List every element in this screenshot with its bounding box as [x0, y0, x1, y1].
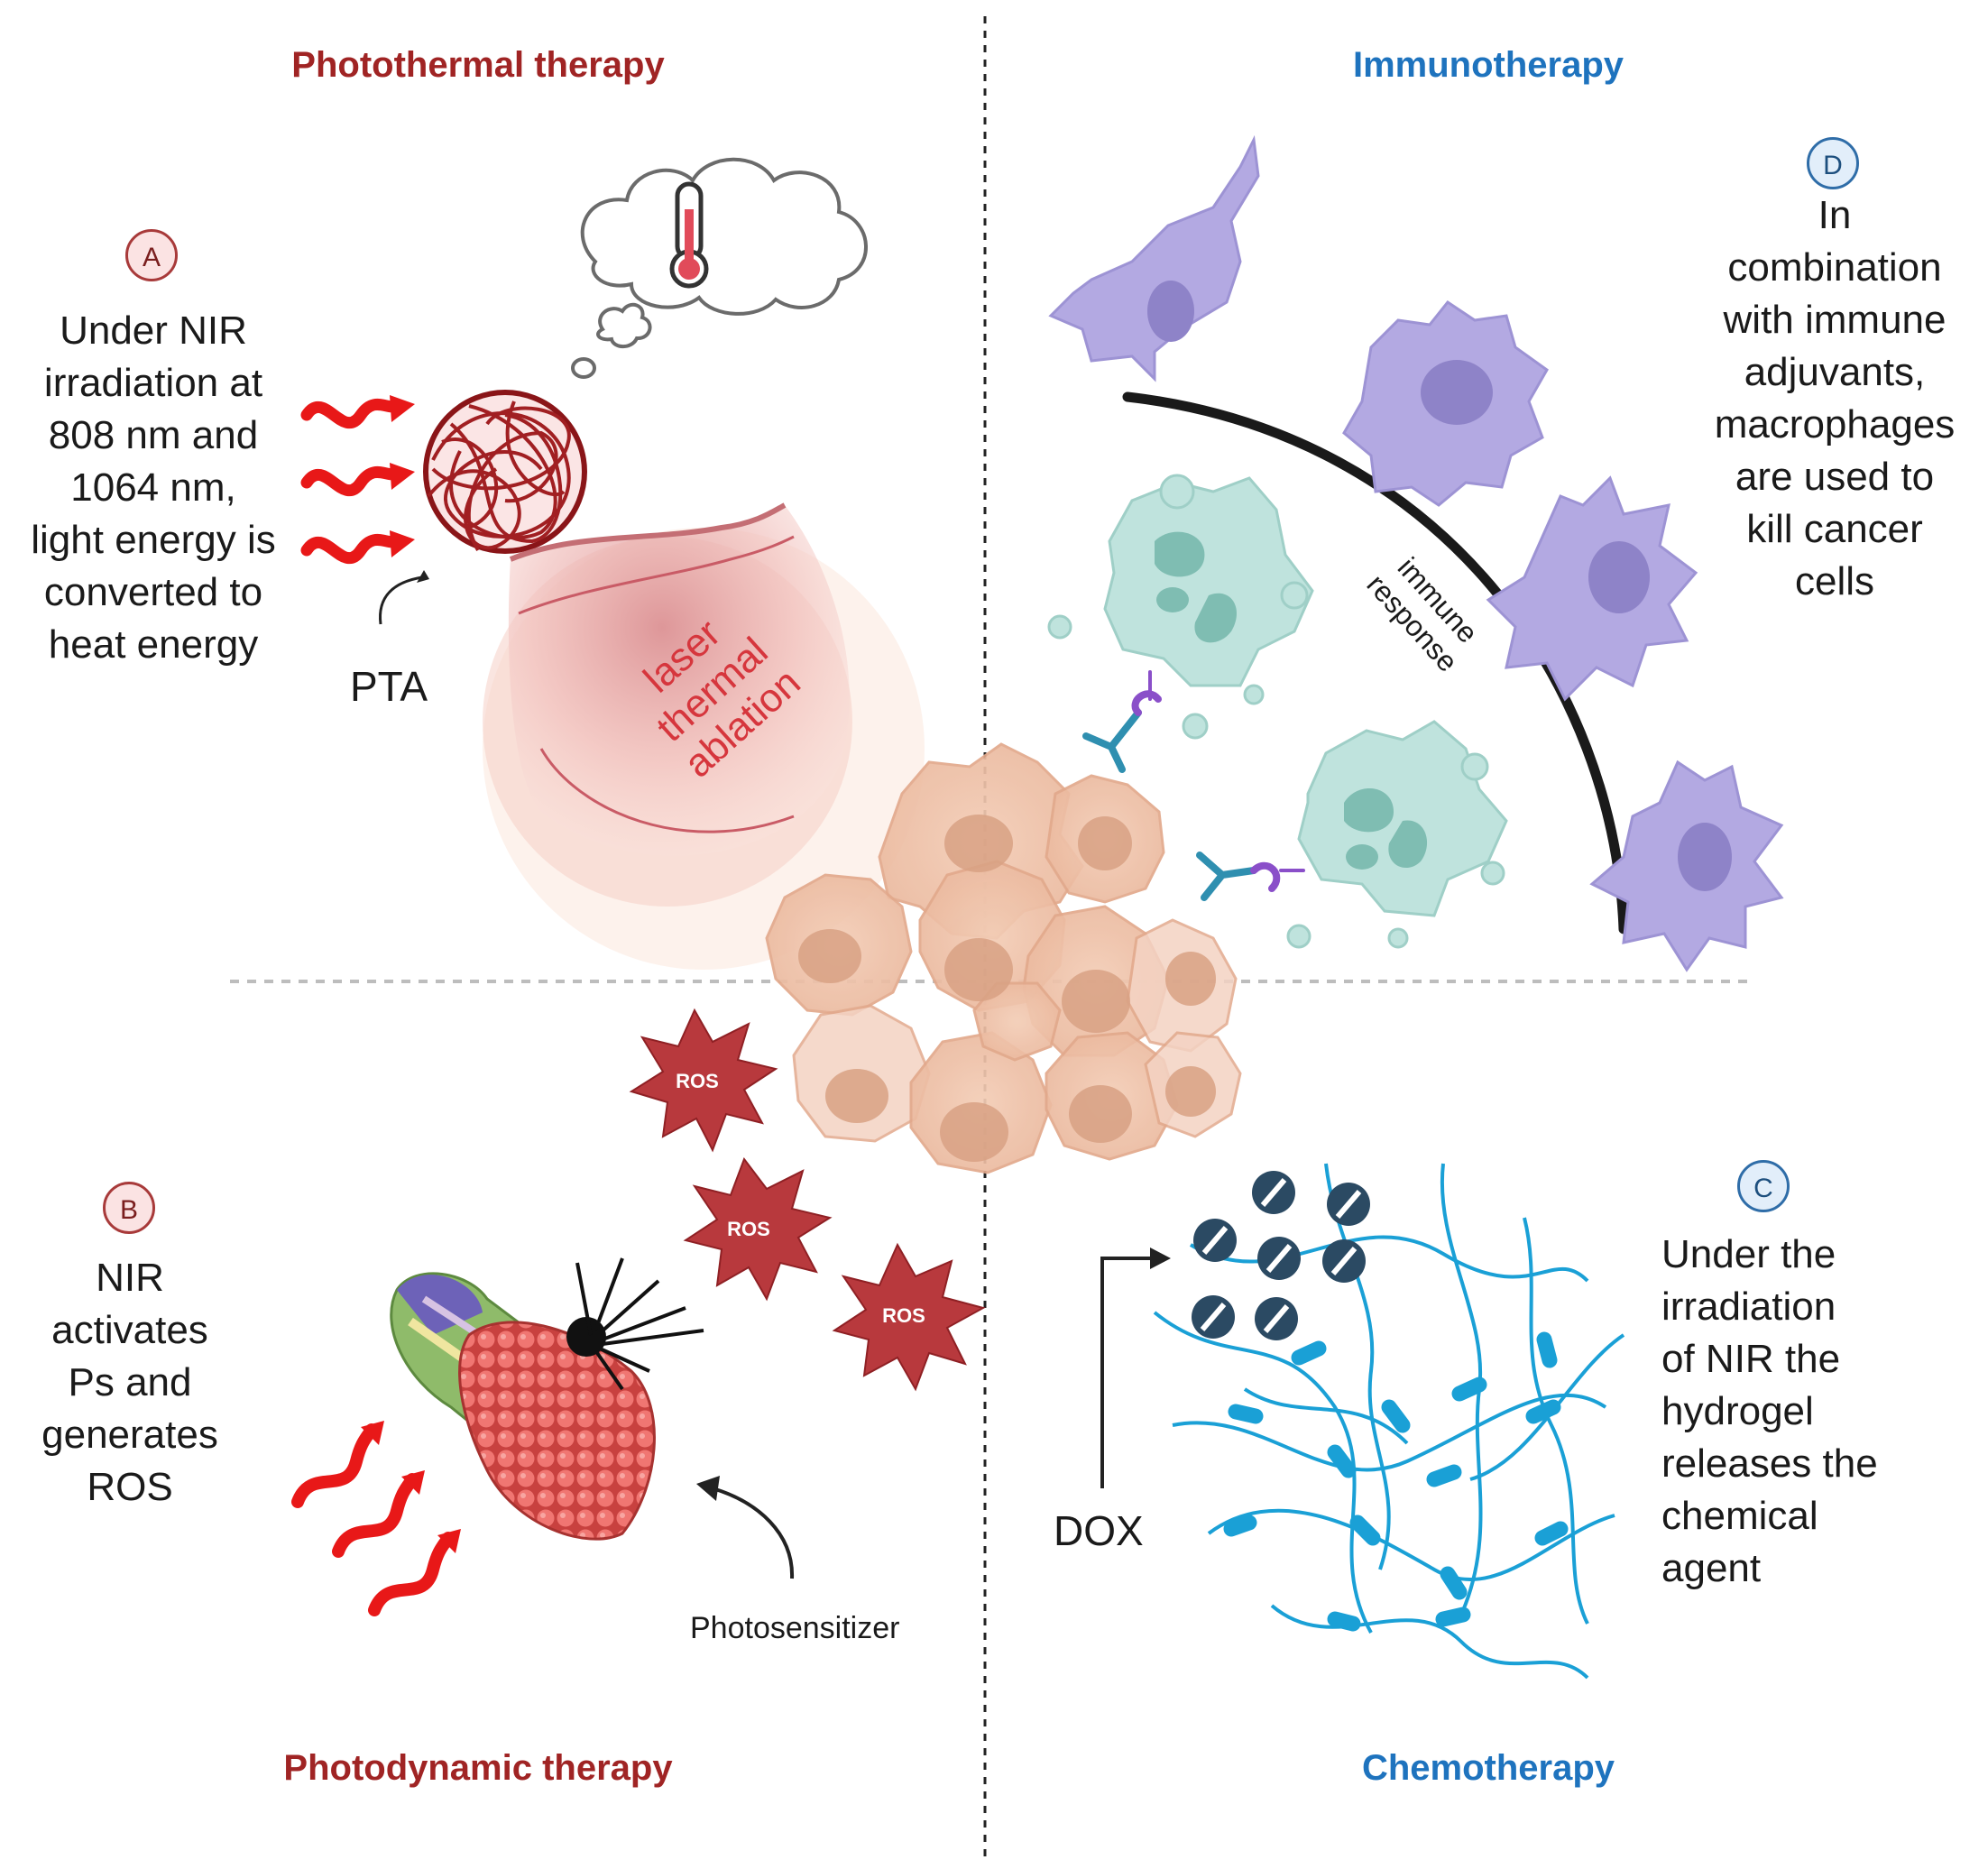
antibody-icon	[1196, 852, 1305, 901]
photosensitizer-label: Photosensitizer	[690, 1611, 900, 1645]
macrophage-cell	[1048, 134, 1260, 382]
ros-label: ROS	[727, 1218, 770, 1240]
immunotherapy-description: In combination with immune adjuvants, ma…	[1714, 193, 1956, 603]
pta-nanoparticle-icon	[423, 390, 587, 554]
badge-a: A	[125, 229, 178, 281]
photothermal-title: Photothermal therapy	[291, 45, 665, 85]
neutrophil-cell	[1286, 720, 1508, 949]
immune-response-arc	[1122, 391, 1629, 934]
dox-molecule-stripes	[1200, 1178, 1362, 1333]
thermometer-icon	[669, 181, 709, 289]
photosensitizer-pointer-arrowhead	[696, 1476, 720, 1501]
badge-d: D	[1807, 137, 1859, 189]
ros-label: ROS	[676, 1070, 719, 1092]
dox-pointer-arrow	[1100, 1257, 1155, 1488]
tumor-cell-nuclei	[798, 815, 1216, 1162]
nir-heat-waves-bottom	[291, 1421, 461, 1616]
ros-burst	[683, 1156, 833, 1302]
badge-b: B	[103, 1182, 155, 1234]
laser-ablation-zone	[483, 502, 925, 970]
ros-label: ROS	[882, 1304, 925, 1327]
macrophage-cell	[1342, 299, 1549, 507]
photosensitizer-pointer-arrow	[712, 1487, 795, 1579]
thought-cloud-icon	[571, 157, 868, 379]
immunotherapy-title: Immunotherapy	[1352, 45, 1624, 85]
dox-pointer-arrowhead	[1150, 1248, 1171, 1269]
photodynamic-title: Photodynamic therapy	[283, 1748, 673, 1788]
photothermal-description: Under NIR irradiation at 808 nm and 1064…	[31, 308, 276, 667]
pta-pointer-arrowhead	[417, 570, 429, 583]
pta-label: PTA	[350, 663, 428, 710]
antibody-icon	[1082, 670, 1162, 773]
chemotherapy-description: Under the irradiation of NIR the hydroge…	[1661, 1232, 1878, 1590]
neutrophil-cell	[1047, 474, 1314, 740]
dox-label: DOX	[1054, 1507, 1144, 1554]
macrophage-cell	[1589, 760, 1784, 972]
burst-lines	[575, 1257, 704, 1391]
photodynamic-description: NIR activates Ps and generates ROS	[41, 1256, 218, 1509]
photosensitizer-fiber-icon	[390, 1272, 656, 1541]
ros-burst	[832, 1242, 986, 1392]
hydrogel-crosslinks	[1223, 1331, 1569, 1632]
ros-burst	[629, 1008, 778, 1153]
badge-c: C	[1737, 1160, 1790, 1212]
chemotherapy-title: Chemotherapy	[1361, 1748, 1615, 1788]
macrophage-cell	[1486, 475, 1698, 702]
nir-heat-waves-left	[300, 395, 415, 564]
pta-pointer-arrow	[379, 575, 423, 625]
